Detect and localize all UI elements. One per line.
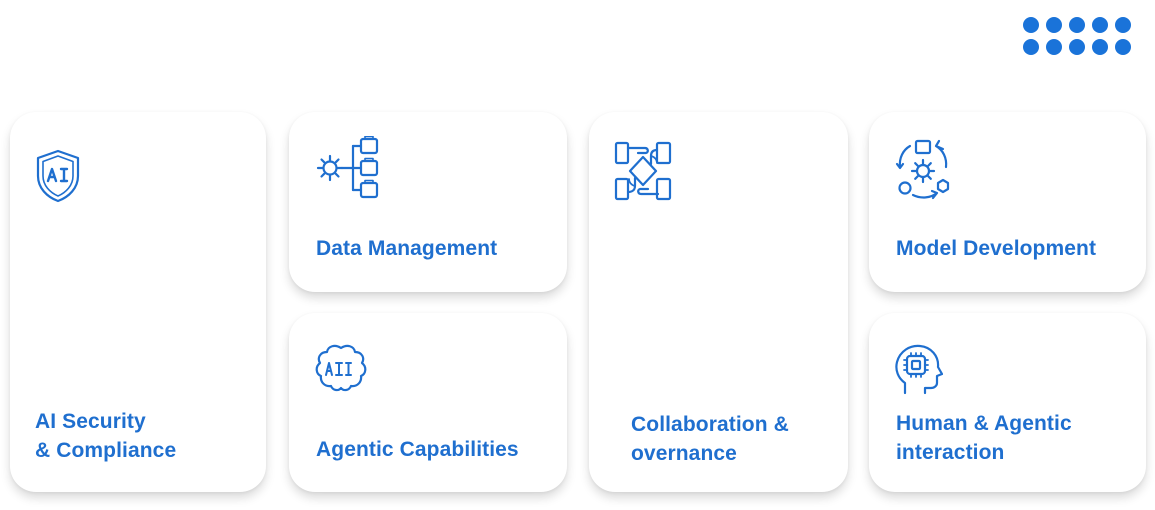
- card-ai-security[interactable]: AI Security & Compliance: [10, 112, 266, 492]
- card-agentic-capabilities[interactable]: Agentic Capabilities: [289, 313, 567, 492]
- card-human-agentic[interactable]: Human & Agentic interaction: [869, 313, 1146, 492]
- gear-cycle-icon: [893, 138, 957, 205]
- joined-hands-icon: [611, 140, 675, 207]
- brain-ai-icon: [315, 343, 367, 398]
- card-data-management[interactable]: Data Management: [289, 112, 567, 292]
- gear-hierarchy-icon: [315, 135, 385, 207]
- card-label: Model Development: [896, 237, 1097, 260]
- card-model-development[interactable]: Model Development: [869, 112, 1146, 292]
- card-label: AI Security & Compliance: [35, 410, 177, 462]
- card-collaboration[interactable]: Collaboration & overnance: [589, 112, 848, 492]
- card-label: Data Management: [316, 237, 498, 260]
- card-label: Human & Agentic interaction: [896, 412, 1072, 464]
- card-label: Collaboration & overnance: [631, 413, 789, 465]
- grid-dots-icon: [1023, 17, 1135, 57]
- head-chip-icon: [893, 343, 944, 404]
- card-label: Agentic Capabilities: [316, 438, 519, 461]
- shield-ai-icon: [34, 148, 82, 209]
